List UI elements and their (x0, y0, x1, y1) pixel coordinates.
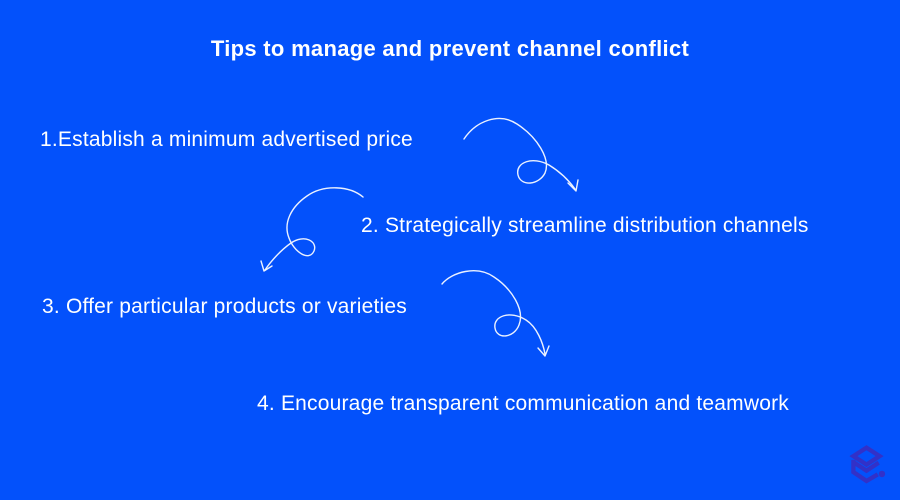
tip-item-3: 3. Offer particular products or varietie… (42, 295, 407, 318)
curly-arrow-down-right-icon (441, 270, 550, 357)
tip-item-2: 2. Strategically streamline distribution… (361, 214, 809, 237)
tip-item-1: 1.Establish a minimum advertised price (40, 128, 413, 151)
curly-arrow-down-left-icon (260, 187, 364, 272)
page-title: Tips to manage and prevent channel confl… (210, 36, 690, 61)
stacked-layers-hexagon-logo-icon (849, 445, 886, 484)
curly-arrow-down-right-icon (463, 117, 579, 192)
tip-item-4: 4. Encourage transparent communication a… (257, 392, 789, 415)
